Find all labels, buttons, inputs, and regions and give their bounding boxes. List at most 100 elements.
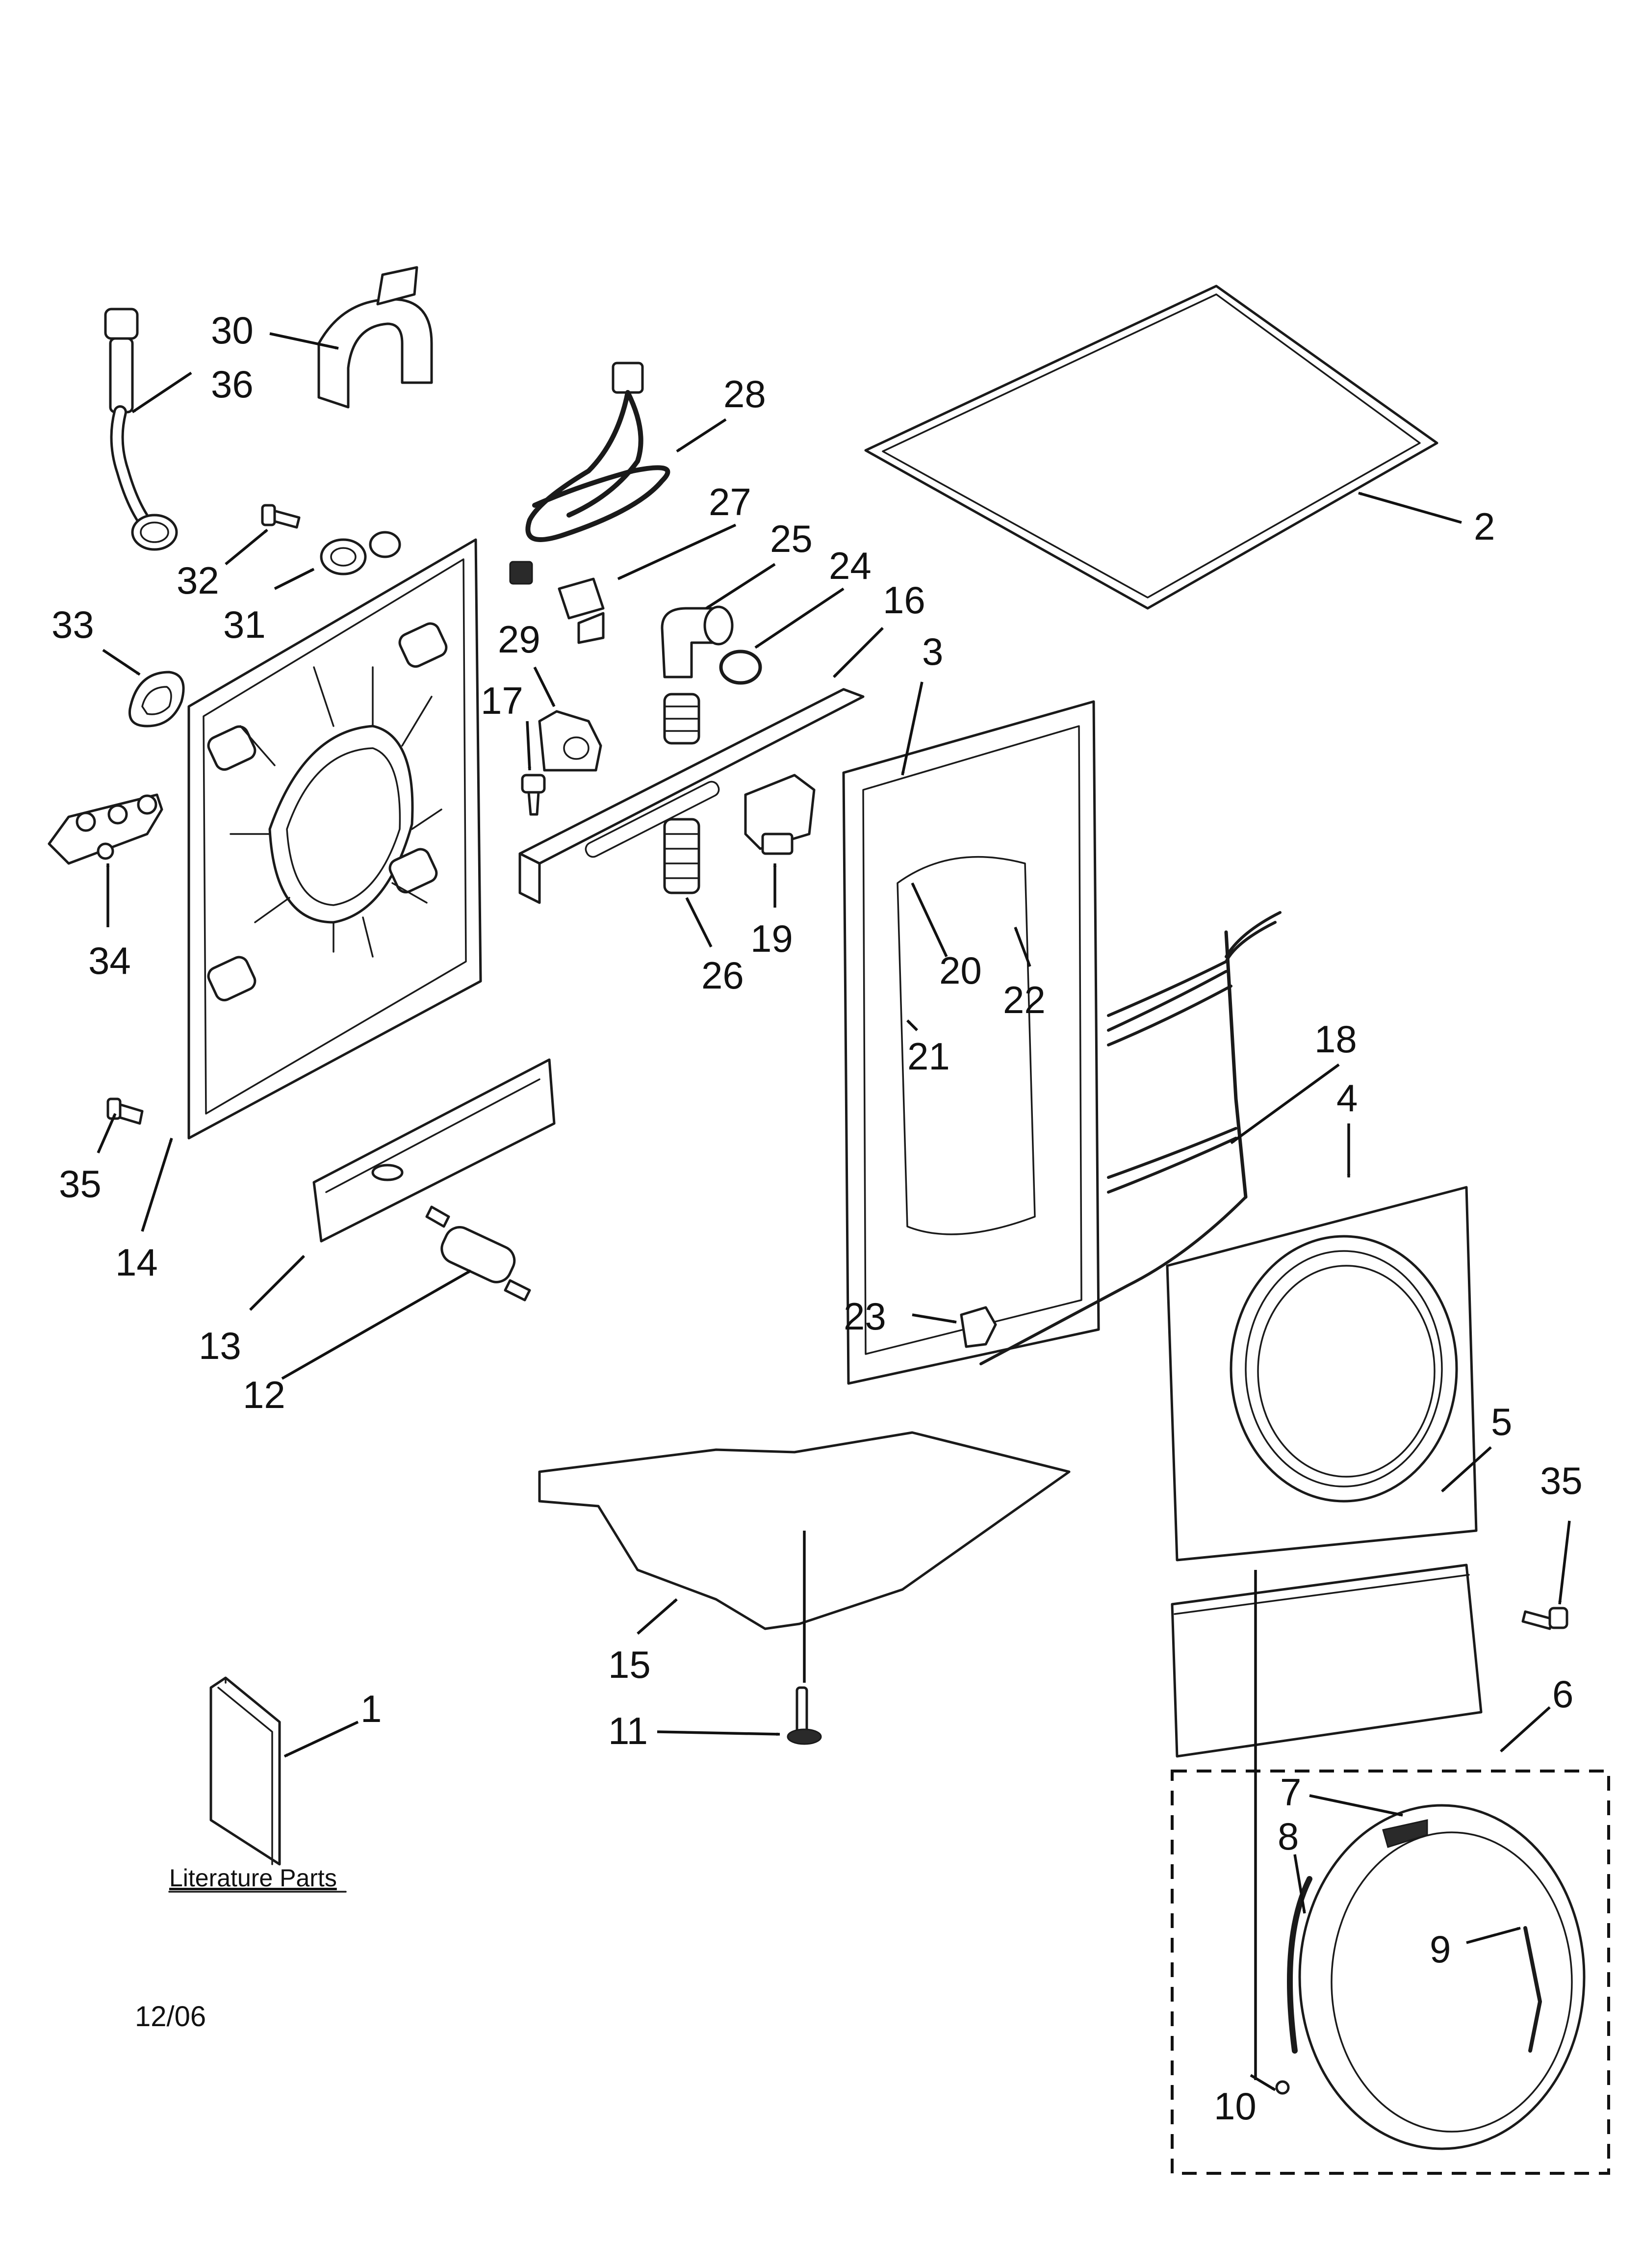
callout-16: 16 — [883, 578, 925, 622]
leader-35a — [97, 1113, 117, 1154]
door-handle-part — [1523, 1926, 1542, 2053]
leader-31 — [274, 568, 315, 590]
callout-34: 34 — [88, 939, 131, 982]
leader-23 — [912, 1313, 957, 1324]
inlet-elbow-part — [661, 605, 734, 678]
callout-19: 19 — [750, 917, 793, 960]
callout-18: 18 — [1314, 1017, 1357, 1061]
literature-booklet-part — [209, 1676, 281, 1866]
callout-3: 3 — [922, 630, 943, 673]
leader-3 — [901, 681, 924, 776]
callout-10: 10 — [1214, 2085, 1257, 2128]
leader-5 — [1441, 1446, 1492, 1493]
screw-part-35-left — [106, 1097, 144, 1125]
callout-35a: 35 — [59, 1162, 102, 1205]
leader-17 — [526, 721, 532, 771]
leader-32 — [225, 528, 268, 566]
toe-panel-part — [1171, 1564, 1483, 1758]
leader-24 — [754, 587, 845, 649]
right-side-panel-part — [842, 700, 1100, 1385]
callout-36: 36 — [211, 363, 254, 406]
cord-clamp-part — [558, 577, 605, 644]
door-ring-part — [1298, 1804, 1586, 2150]
leader-26 — [685, 897, 713, 948]
rear-panel-part — [187, 538, 482, 1140]
leader-35b — [1558, 1520, 1571, 1605]
leveling-foot-part — [787, 1686, 822, 1745]
callout-33: 33 — [51, 603, 94, 646]
power-cord-part — [509, 362, 670, 585]
inlet-clamp-part — [719, 650, 762, 685]
hose-clamp-part — [320, 531, 401, 575]
callout-35b: 35 — [1540, 1459, 1583, 1502]
callout-25: 25 — [770, 517, 813, 560]
top-brace-part — [518, 688, 865, 904]
leader-6 — [1500, 1706, 1551, 1753]
callout-11: 11 — [608, 1709, 648, 1752]
rear-bracket-part — [312, 1058, 556, 1243]
screw-part-32 — [261, 504, 301, 529]
grommet-part — [128, 671, 185, 728]
callout-9: 9 — [1430, 1928, 1451, 1971]
callout-14: 14 — [115, 1241, 158, 1284]
callout-1: 1 — [360, 1687, 382, 1730]
callout-21: 21 — [907, 1035, 950, 1078]
leader-8 — [1293, 1854, 1306, 1914]
leader-27 — [617, 523, 737, 580]
leader-7 — [1309, 1794, 1403, 1817]
callout-15: 15 — [608, 1643, 651, 1686]
callout-31: 31 — [223, 603, 266, 646]
door-assembly-box — [1171, 1770, 1610, 2175]
callout-26: 26 — [701, 954, 744, 997]
wire-harness-part — [979, 911, 1282, 1365]
leader-15 — [637, 1598, 678, 1635]
door-latch-part — [960, 1306, 997, 1348]
hose-guide-part — [48, 793, 163, 865]
callout-12: 12 — [243, 1373, 285, 1416]
front-panel-part — [1166, 1186, 1478, 1562]
leader-25 — [705, 563, 776, 610]
leader-28 — [676, 418, 727, 453]
leader-20 — [911, 882, 948, 958]
leader-14 — [141, 1138, 173, 1232]
leader-21 — [906, 1019, 918, 1031]
callout-17: 17 — [481, 679, 523, 722]
callout-24: 24 — [829, 544, 872, 587]
leader-11 — [657, 1730, 780, 1736]
callout-22: 22 — [1003, 978, 1046, 1021]
leader-33 — [102, 649, 141, 676]
date-code: 12/06 — [135, 2001, 206, 2033]
callout-29: 29 — [498, 618, 540, 661]
drain-hose-part — [104, 308, 178, 551]
leader-12 — [281, 1269, 472, 1380]
literature-parts-caption: Literature Parts — [169, 1864, 337, 1892]
callout-30: 30 — [211, 309, 254, 352]
callout-8: 8 — [1278, 1815, 1299, 1858]
callout-32: 32 — [177, 559, 219, 602]
leader-10 — [1250, 2074, 1276, 2091]
screw-part-17 — [521, 774, 546, 816]
leader-16 — [833, 627, 884, 678]
leader-1 — [283, 1721, 359, 1758]
leader-36 — [131, 371, 192, 414]
callout-27: 27 — [709, 480, 751, 523]
door-screw-part — [1275, 2080, 1290, 2095]
callout-4: 4 — [1336, 1076, 1358, 1120]
leader-2 — [1358, 492, 1462, 524]
callout-5: 5 — [1491, 1400, 1512, 1443]
hose-bracket-part — [538, 710, 602, 772]
callout-6: 6 — [1552, 1672, 1573, 1716]
leader-22 — [1014, 927, 1031, 967]
callout-28: 28 — [723, 372, 766, 416]
top-gasket-part — [864, 285, 1438, 610]
leader-29 — [533, 666, 556, 707]
leader-13 — [249, 1255, 305, 1311]
hinge-cover-part — [1382, 1819, 1428, 1848]
leader-9 — [1466, 1927, 1521, 1944]
hose-hanger-part — [317, 266, 433, 409]
callout-20: 20 — [939, 949, 982, 992]
callout-2: 2 — [1474, 505, 1495, 548]
screw-part-35-right — [1521, 1607, 1568, 1630]
leader-30 — [269, 332, 339, 350]
